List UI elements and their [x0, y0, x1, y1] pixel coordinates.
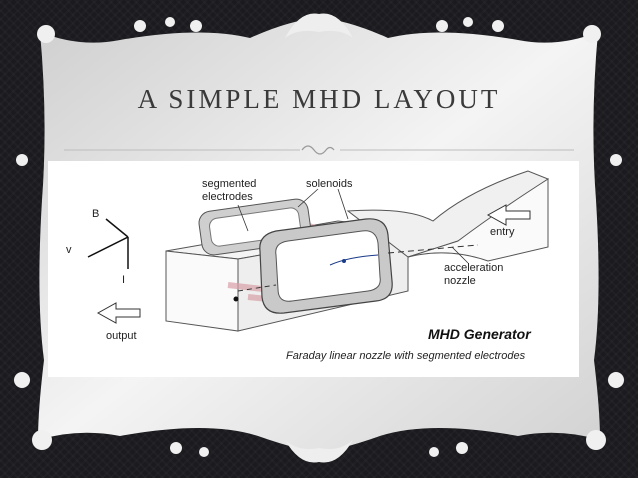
- acceleration-nozzle: [346, 170, 550, 262]
- frame-scrollwork: [14, 17, 624, 457]
- caption-title: MHD Generator: [428, 326, 532, 342]
- bottom-ornament: [285, 440, 353, 463]
- mhd-generator-diagram: B v I: [66, 170, 550, 362]
- label-solenoids: solenoids: [306, 178, 353, 190]
- callout-lines: [237, 188, 469, 264]
- divider-flourish-icon: [301, 145, 335, 155]
- axis-label-i: I: [122, 274, 125, 286]
- label-segmented-electrodes-1: segmented: [202, 178, 256, 190]
- label-acceleration-1: acceleration: [444, 262, 503, 274]
- label-acceleration-2: nozzle: [444, 275, 476, 287]
- label-entry: entry: [490, 226, 515, 238]
- axis-label-b: B: [92, 208, 99, 220]
- flow-lines: [237, 244, 479, 292]
- axis-triad: [87, 218, 129, 269]
- crown-ornament: [285, 13, 353, 38]
- particle-dot: [233, 296, 239, 302]
- entry-arrow-icon: [486, 204, 531, 226]
- slide-title: A SIMPLE MHD LAYOUT: [137, 84, 501, 114]
- label-output: output: [106, 330, 137, 342]
- caption-subtitle: Faraday linear nozzle with segmented ele…: [286, 350, 526, 362]
- axis-label-v: v: [66, 244, 72, 256]
- mhd-diagram-figure: B v I: [48, 161, 579, 377]
- output-arrow-icon: [96, 302, 141, 324]
- particle-dot: [342, 259, 346, 263]
- label-segmented-electrodes-2: electrodes: [202, 191, 253, 203]
- solenoid-front: [259, 218, 393, 314]
